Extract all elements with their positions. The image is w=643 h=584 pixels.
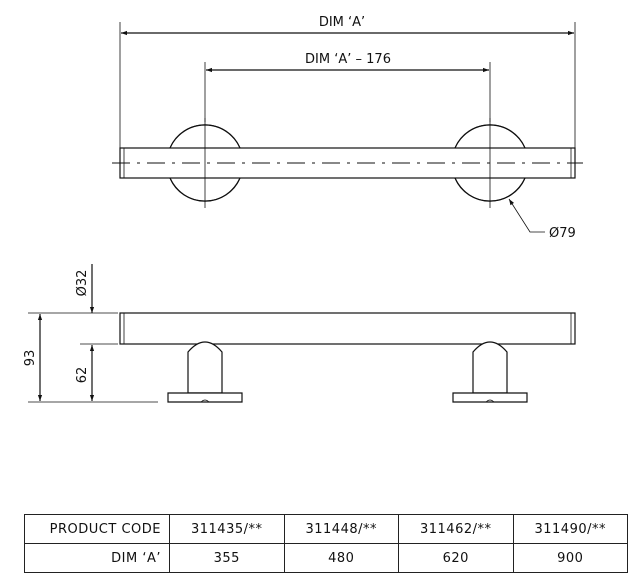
dim-a-cell: 480 xyxy=(283,543,399,573)
base-plate-right xyxy=(452,392,528,403)
dim-a-cell: 900 xyxy=(512,543,628,573)
height-label: 93 xyxy=(23,350,38,367)
row-header-dim-a: DIM ‘A’ xyxy=(24,543,170,573)
base-screw-left xyxy=(200,399,210,403)
bar-side-view xyxy=(119,312,576,345)
tube-diameter-label: Ø32 xyxy=(75,270,90,297)
post-right xyxy=(472,341,508,394)
product-code-cell: 311448/** xyxy=(283,514,399,544)
overall-dimension-label: DIM ‘A’ xyxy=(319,15,365,30)
technical-drawing: DIM ‘A’ DIM ‘A’ – 176 Ø79 93 xyxy=(23,15,583,403)
post-left xyxy=(187,341,223,394)
dim-a-row: DIM ‘A’ 355 480 620 900 xyxy=(24,543,628,573)
product-code-cell: 311435/** xyxy=(169,514,285,544)
base-screw-right xyxy=(485,399,495,403)
rose-diameter-leader xyxy=(508,198,545,233)
base-height-label: 62 xyxy=(75,367,90,384)
product-code-cell: 311490/** xyxy=(512,514,628,544)
row-header-product-code: PRODUCT CODE xyxy=(24,514,170,544)
base-plate-left xyxy=(167,392,243,403)
dim-a-cell: 620 xyxy=(398,543,514,573)
product-code-table: PRODUCT CODE 311435/** 311448/** 311462/… xyxy=(24,514,628,573)
product-code-row: PRODUCT CODE 311435/** 311448/** 311462/… xyxy=(24,514,628,544)
side-view: 93 62 Ø32 xyxy=(23,264,576,403)
top-view: DIM ‘A’ DIM ‘A’ – 176 Ø79 xyxy=(112,15,583,241)
centres-dimension-label: DIM ‘A’ – 176 xyxy=(305,52,391,67)
product-code-cell: 311462/** xyxy=(398,514,514,544)
dim-a-cell: 355 xyxy=(169,543,285,573)
rose-diameter-label: Ø79 xyxy=(549,226,576,241)
